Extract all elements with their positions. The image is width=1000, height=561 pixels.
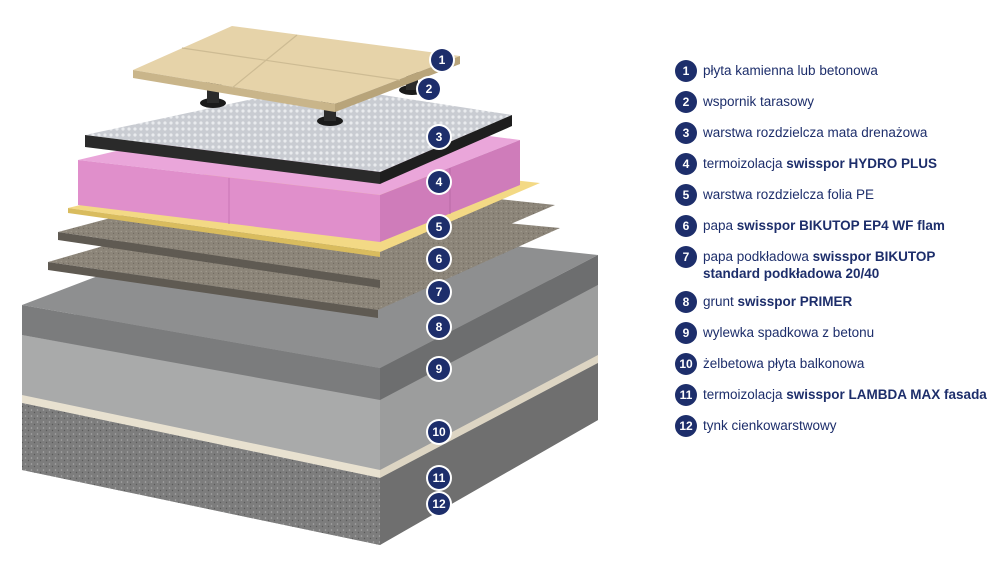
legend-label: papa: [703, 218, 737, 233]
legend-item-1: 1 płyta kamienna lub betonowa: [675, 60, 995, 82]
legend-badge: 6: [675, 215, 697, 237]
layer-badge-5: 5: [428, 216, 450, 238]
layer-badge-10: 10: [428, 421, 450, 443]
legend-label: warstwa rozdzielcza folia PE: [703, 187, 875, 202]
layer-badge-1: 1: [431, 49, 453, 71]
layer-legend: 1 płyta kamienna lub betonowa 2 wspornik…: [675, 60, 995, 446]
legend-label: wspornik tarasowy: [703, 94, 815, 109]
legend-item-12: 12 tynk cienkowarstwowy: [675, 415, 995, 437]
layer-badge-6: 6: [428, 248, 450, 270]
legend-badge: 5: [675, 184, 697, 206]
layer-badge-4: 4: [428, 171, 450, 193]
legend-brand: swisspor BIKUTOP EP4 WF flam: [736, 218, 945, 233]
legend-label: grunt: [703, 294, 738, 309]
legend-item-6: 6 papa swisspor BIKUTOP EP4 WF flam: [675, 215, 995, 237]
layer-badge-11: 11: [428, 467, 450, 489]
legend-item-11: 11 termoizolacja swisspor LAMBDA MAX fas…: [675, 384, 995, 406]
legend-badge: 7: [675, 246, 697, 268]
legend-brand: swisspor BIKUTOP standard podkładowa 20/…: [703, 249, 936, 281]
legend-item-5: 5 warstwa rozdzielcza folia PE: [675, 184, 995, 206]
legend-label: termoizolacja: [703, 156, 787, 171]
legend-badge: 12: [675, 415, 697, 437]
facade-insulation-layer: [22, 355, 598, 478]
layer-badge-9: 9: [428, 358, 450, 380]
legend-brand: swisspor LAMBDA MAX fasada: [786, 387, 987, 402]
layer-stack-illustration: 1 2 3 4 5 6 7 8 9 10 11 12: [22, 26, 598, 545]
legend-badge: 11: [675, 384, 697, 406]
layer-badge-3: 3: [428, 126, 450, 148]
legend-badge: 9: [675, 322, 697, 344]
legend-label: papa podkładowa: [703, 249, 813, 264]
layer-badge-2: 2: [418, 78, 440, 100]
legend-brand: swisspor HYDRO PLUS: [786, 156, 938, 171]
drainage-mat-layer: [85, 85, 512, 184]
legend-item-9: 9 wylewka spadkowa z betonu: [675, 322, 995, 344]
legend-brand: swisspor PRIMER: [737, 294, 853, 309]
legend-badge: 3: [675, 122, 697, 144]
legend-item-10: 10 żelbetowa płyta balkonowa: [675, 353, 995, 375]
legend-item-3: 3 warstwa rozdzielcza mata drenażowa: [675, 122, 995, 144]
legend-badge: 10: [675, 353, 697, 375]
legend-item-2: 2 wspornik tarasowy: [675, 91, 995, 113]
layer-badge-8: 8: [428, 316, 450, 338]
legend-label: wylewka spadkowa z betonu: [703, 325, 875, 340]
legend-label: płyta kamienna lub betonowa: [703, 63, 878, 78]
legend-item-4: 4 termoizolacja swisspor HYDRO PLUS: [675, 153, 995, 175]
legend-badge: 2: [675, 91, 697, 113]
layer-badge-7: 7: [428, 281, 450, 303]
legend-badge: 1: [675, 60, 697, 82]
legend-badge: 8: [675, 291, 697, 313]
legend-label: żelbetowa płyta balkonowa: [703, 356, 865, 371]
legend-label: termoizolacja: [703, 387, 787, 402]
legend-label: tynk cienkowarstwowy: [703, 418, 837, 433]
legend-item-8: 8 grunt swisspor PRIMER: [675, 291, 995, 313]
stone-tile-layer: [133, 26, 460, 112]
legend-label: warstwa rozdzielcza mata drenażowa: [703, 125, 928, 140]
legend-badge: 4: [675, 153, 697, 175]
legend-item-7: 7 papa podkładowa swisspor BIKUTOP stand…: [675, 246, 995, 282]
layer-badge-12: 12: [428, 493, 450, 515]
layer-stack-drawing: [22, 26, 598, 545]
